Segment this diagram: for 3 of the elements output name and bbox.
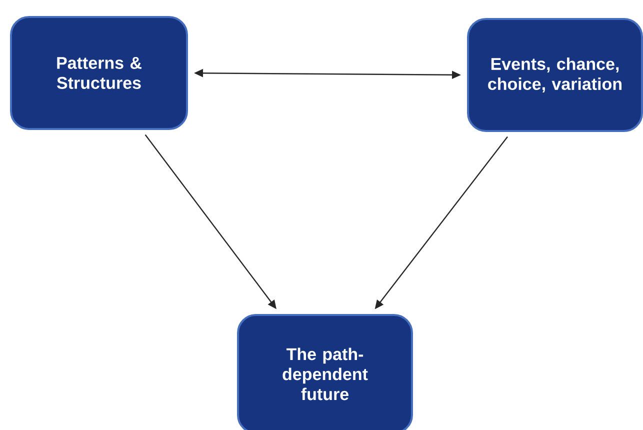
process-box: Events, chance, choice, variation: [467, 18, 643, 132]
process-box: Patterns & Structures: [10, 16, 188, 130]
process-box: The path-dependent future: [237, 314, 413, 430]
